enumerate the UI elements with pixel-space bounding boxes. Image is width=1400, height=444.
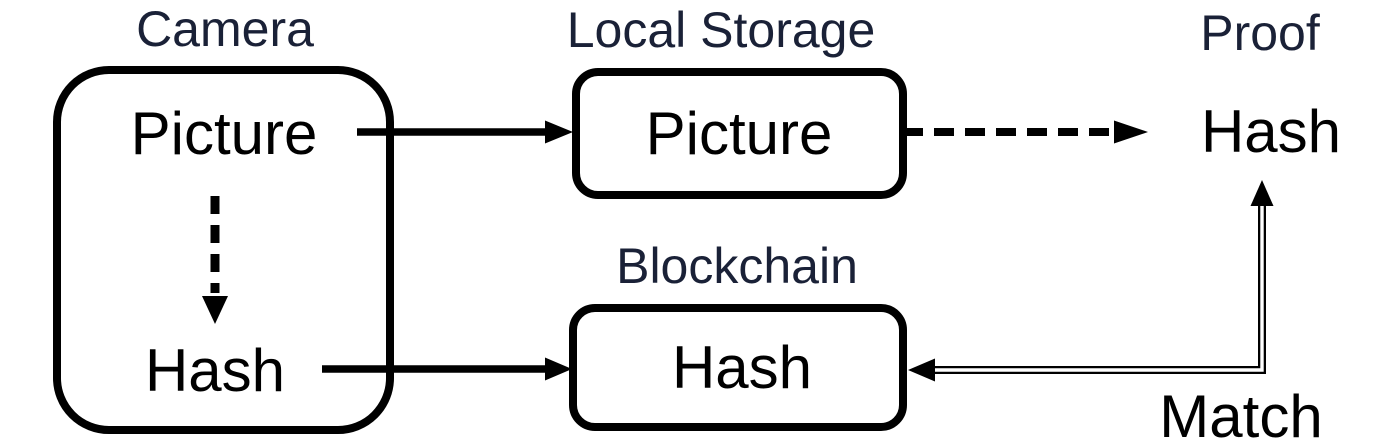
proof-label: Proof: [1200, 5, 1320, 61]
camera-label: Camera: [136, 1, 314, 57]
blockchain-box: [569, 304, 907, 431]
match-arrowhead-to-proof: [1250, 180, 1274, 206]
arrow-hash-to-blockchain-head: [545, 357, 572, 381]
match-label: Match: [1159, 383, 1323, 444]
camera-hash-node: Hash: [144, 337, 286, 404]
camera-picture-node: Picture: [130, 100, 318, 167]
match-connector-outer: [933, 204, 1266, 374]
arrow-picture-to-storage-head: [545, 120, 573, 144]
blockchain-hash-node: Hash: [671, 334, 813, 401]
match-connector-inner: [933, 204, 1264, 372]
storage-picture-node: Picture: [645, 100, 833, 167]
match-arrowhead-to-blockchain: [908, 358, 935, 382]
dashed-arrow-storage-to-proof-head: [1114, 120, 1148, 144]
dashed-arrow-picture-to-hash-head: [202, 296, 228, 324]
local-storage-label: Local Storage: [566, 2, 876, 58]
blockchain-label: Blockchain: [616, 238, 858, 294]
proof-hash-node: Hash: [1200, 98, 1342, 165]
camera-box: [53, 66, 394, 434]
